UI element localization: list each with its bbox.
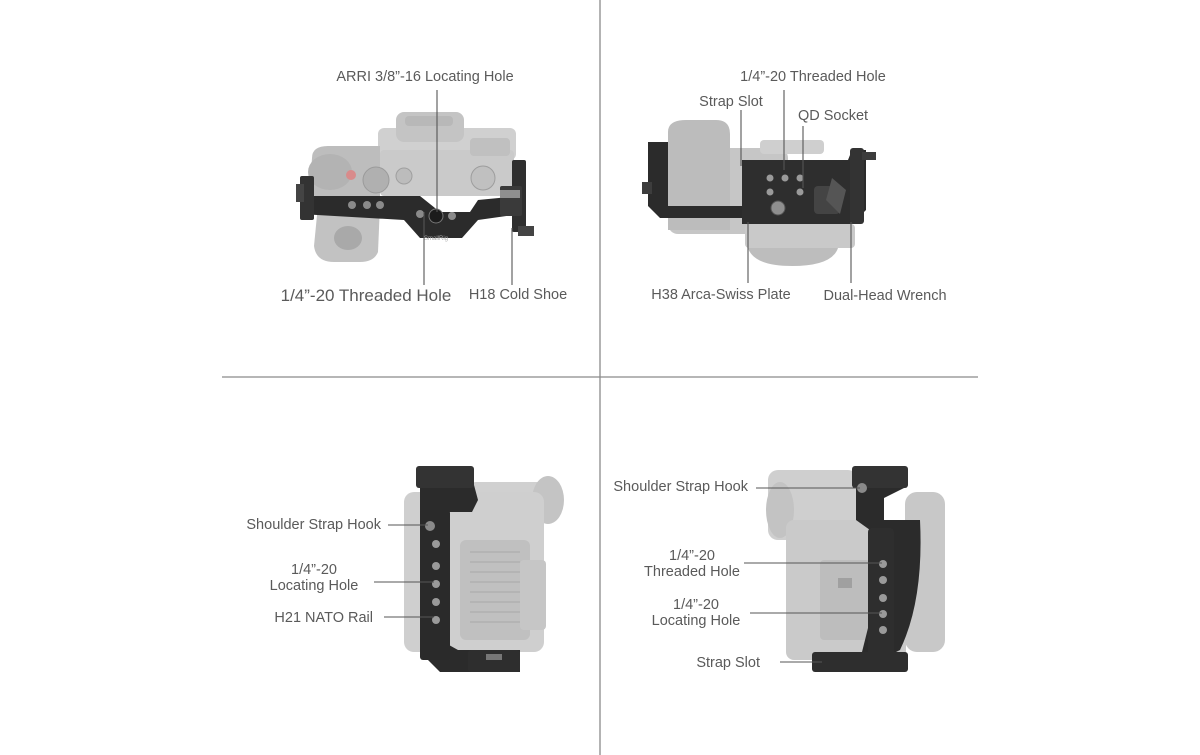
brand-engraving: SmallRig xyxy=(424,236,448,242)
bottom-view-camera-cage xyxy=(642,90,876,283)
label-strap-slot-top: Strap Slot xyxy=(699,94,763,110)
right-side-camera-cage xyxy=(744,466,945,672)
label-dual-head-wrench: Dual-Head Wrench xyxy=(823,288,947,304)
left-side-camera-cage xyxy=(374,466,564,672)
top-view-camera-cage: SmallRig xyxy=(296,90,534,285)
label-nato-rail: H21 NATO Rail xyxy=(274,610,373,626)
label-threaded-hole-bottom: 1/4”-20 Threaded Hole xyxy=(740,69,886,85)
label-cold-shoe: H18 Cold Shoe xyxy=(468,287,568,303)
label-threaded-hole-right-line1: 1/4”-20 xyxy=(669,548,715,564)
label-qd-socket: QD Socket xyxy=(797,108,869,124)
label-strap-slot-bottom: Strap Slot xyxy=(696,655,760,671)
label-locating-hole-left-line1: 1/4”-20 xyxy=(291,562,337,578)
label-threaded-hole-right-line2: Threaded Hole xyxy=(644,564,740,580)
label-threaded-hole-top: 1/4”-20 Threaded Hole xyxy=(280,286,452,305)
label-arca-swiss-plate: H38 Arca-Swiss Plate xyxy=(651,287,791,303)
label-locating-hole-right-line2: Locating Hole xyxy=(651,613,741,629)
label-locating-hole-left-line2: Locating Hole xyxy=(269,578,359,594)
label-shoulder-strap-hook-right: Shoulder Strap Hook xyxy=(613,479,748,495)
label-shoulder-strap-hook-left: Shoulder Strap Hook xyxy=(246,517,381,533)
label-arri-locating-hole: ARRI 3/8”-16 Locating Hole xyxy=(336,69,514,85)
label-locating-hole-right-line1: 1/4”-20 xyxy=(673,597,719,613)
